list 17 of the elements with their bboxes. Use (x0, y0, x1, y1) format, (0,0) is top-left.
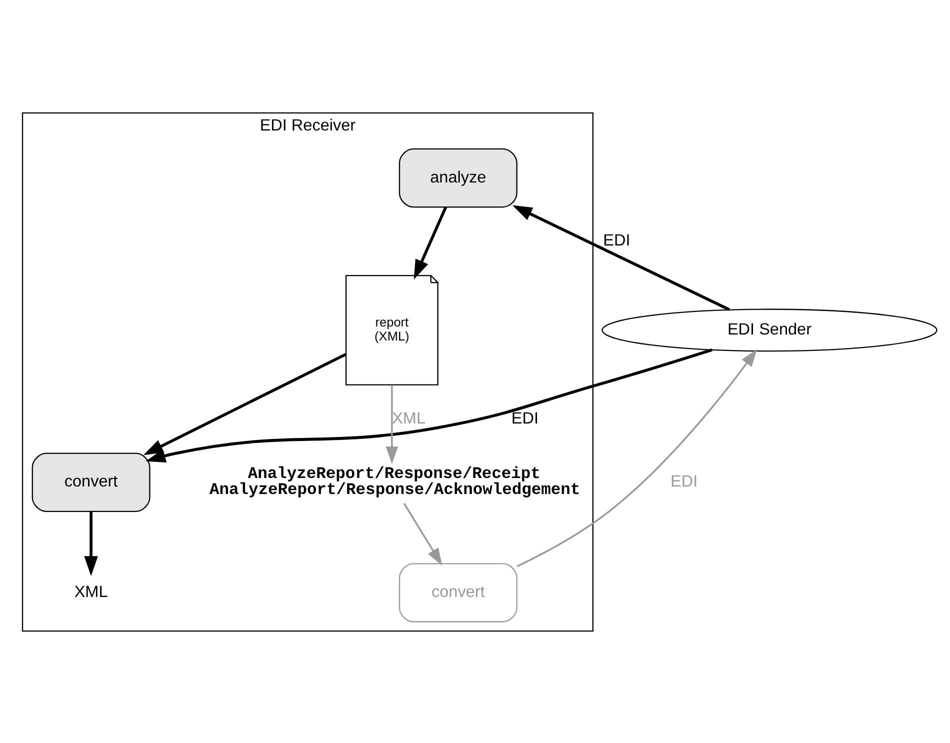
arrow (386, 384, 398, 464)
arrow (516, 348, 758, 567)
arrow (403, 502, 442, 566)
node-text: AnalyzeReport/Response/Receipt AnalyzeReport/Response/Acknowledgement (210, 463, 580, 499)
edge-label: EDI (603, 231, 630, 250)
node-box: convert (398, 562, 518, 622)
edge-label: EDI (511, 408, 538, 427)
node-box: analyze (398, 148, 518, 208)
node-box: convert (32, 452, 150, 512)
node-text: XML (74, 582, 108, 601)
arrow (512, 204, 730, 311)
node-ellipse: EDI Sender (602, 308, 938, 352)
edge-label: EDI (670, 472, 698, 490)
arrow (414, 206, 448, 279)
arrow (84, 511, 98, 576)
arrow (143, 352, 347, 455)
arrow (146, 348, 712, 462)
